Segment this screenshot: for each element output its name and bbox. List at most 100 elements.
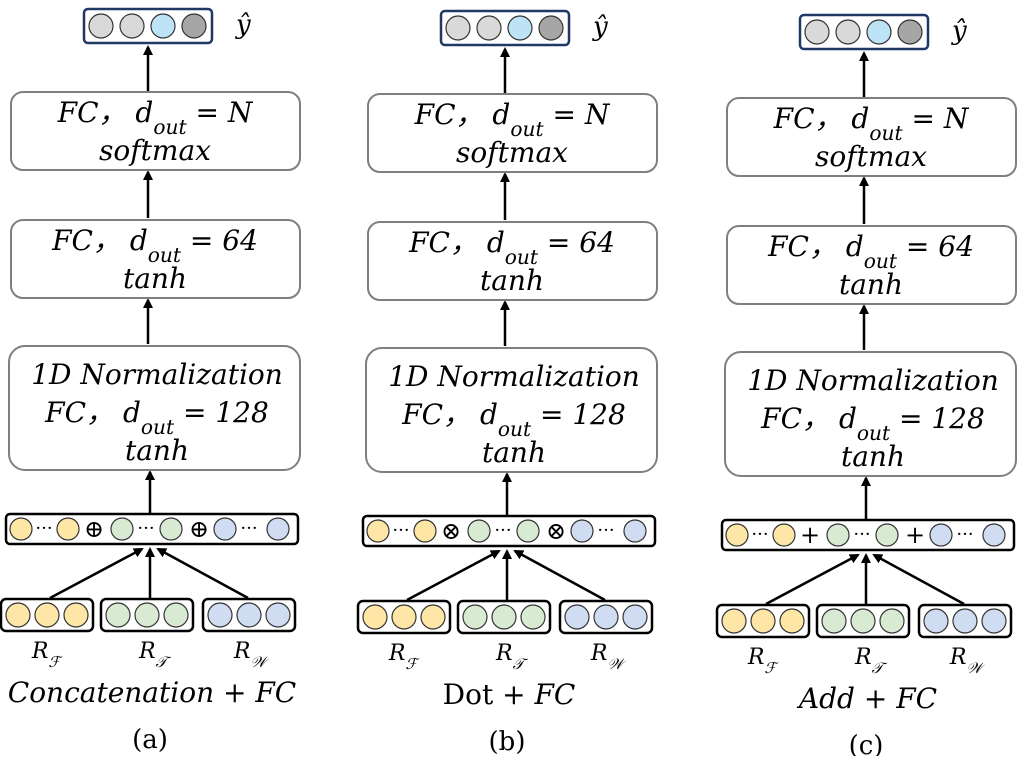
input-node [821,608,847,634]
fused-node [875,523,899,547]
fused-node [467,519,491,543]
input-node [134,602,160,628]
fusion-symbol: + [800,521,820,549]
input-node [879,608,905,634]
input-node [5,602,31,628]
block-hidden-fc-line1: FC， dout = 64 [767,230,974,273]
input-label: R𝒯 [854,645,888,677]
output-vector [439,9,571,47]
fused-node [623,519,647,543]
block-norm-fc [365,347,658,473]
arrow-input-w [513,549,606,602]
input-node [981,608,1007,634]
output-node [804,19,830,45]
ellipsis: ··· [137,518,154,539]
fusion-symbol: ⊕ [189,515,209,543]
block-hidden-fc [726,225,1017,305]
fusion-symbol: + [905,521,925,549]
input-node [207,602,233,628]
ellipsis: ··· [597,520,614,541]
input-node [420,604,446,630]
fused-node [366,519,390,543]
fusion-symbol: ⊗ [546,517,566,545]
block-output-fc [10,91,301,171]
arrow-input-w [872,553,965,606]
block-norm-fc-line3: tanh [841,440,905,473]
block-output-fc-line1: FC， dout = N [773,102,970,145]
output-node [866,19,892,45]
input-node [750,608,776,634]
fused-node [9,517,33,541]
block-norm-fc-line2: FC， dout = 128 [44,396,269,439]
ellipsis: ··· [392,520,409,541]
input-node [622,604,648,630]
output-node [476,15,502,41]
panel-title: Dot + FC [443,678,576,711]
input-node [923,608,949,634]
panel-caption: (b) [489,727,526,756]
arrow-input-w [156,547,249,600]
input-label: Rℱ [747,645,780,677]
block-hidden-fc-line2: tanh [480,264,544,297]
panel-title: Add + FC [796,682,937,715]
fused-node [826,523,850,547]
output-label: ŷ [951,16,967,46]
ellipsis: ··· [240,518,257,539]
block-output-fc [367,93,658,173]
output-node [150,13,176,39]
input-node [593,604,619,630]
input-node [63,602,89,628]
ellipsis: ··· [956,524,973,545]
output-node [181,13,207,39]
input-label: Rℱ [388,641,421,673]
block-output-fc-line2: softmax [99,134,211,167]
fused-node [725,523,749,547]
fused-node [213,517,237,541]
block-norm-fc-line1: 1D Normalization [388,360,640,393]
input-node [163,602,189,628]
block-output-fc-line1: FC， dout = N [57,96,254,139]
block-output-fc-line2: softmax [815,140,927,173]
arrow-input-f [49,547,144,600]
ellipsis: ··· [494,520,511,541]
output-vector [82,7,214,45]
block-norm-fc-line2: FC， dout = 128 [401,398,626,441]
fusion-symbol: ⊕ [84,515,104,543]
block-output-fc-line1: FC， dout = N [414,98,611,141]
fused-node [413,519,437,543]
input-node [391,604,417,630]
fused-node [516,519,540,543]
fused-node [56,517,80,541]
output-node [538,15,564,41]
input-label: R𝒯 [495,641,529,673]
arrow-input-f [406,549,501,602]
output-node [119,13,145,39]
fused-node [772,523,796,547]
input-node [236,602,262,628]
block-hidden-fc-line2: tanh [123,262,187,295]
ellipsis: ··· [853,524,870,545]
input-node [850,608,876,634]
ellipsis: ··· [751,524,768,545]
fusion-symbol: ⊗ [441,517,461,545]
input-label: R𝒲 [590,641,627,673]
fused-node [929,523,953,547]
panel-caption: (c) [849,731,884,756]
input-label: R𝒲 [233,639,270,671]
output-label: ŷ [235,10,251,40]
output-vector [798,13,930,51]
input-node [34,602,60,628]
block-norm-fc [724,351,1017,477]
fused-node [266,517,290,541]
block-norm-fc-line3: tanh [482,436,546,469]
block-norm-fc-line3: tanh [125,434,189,467]
panel-title: Concatenation + FC [8,676,296,709]
input-node [779,608,805,634]
block-norm-fc-line2: FC， dout = 128 [760,402,985,445]
fused-node [159,517,183,541]
